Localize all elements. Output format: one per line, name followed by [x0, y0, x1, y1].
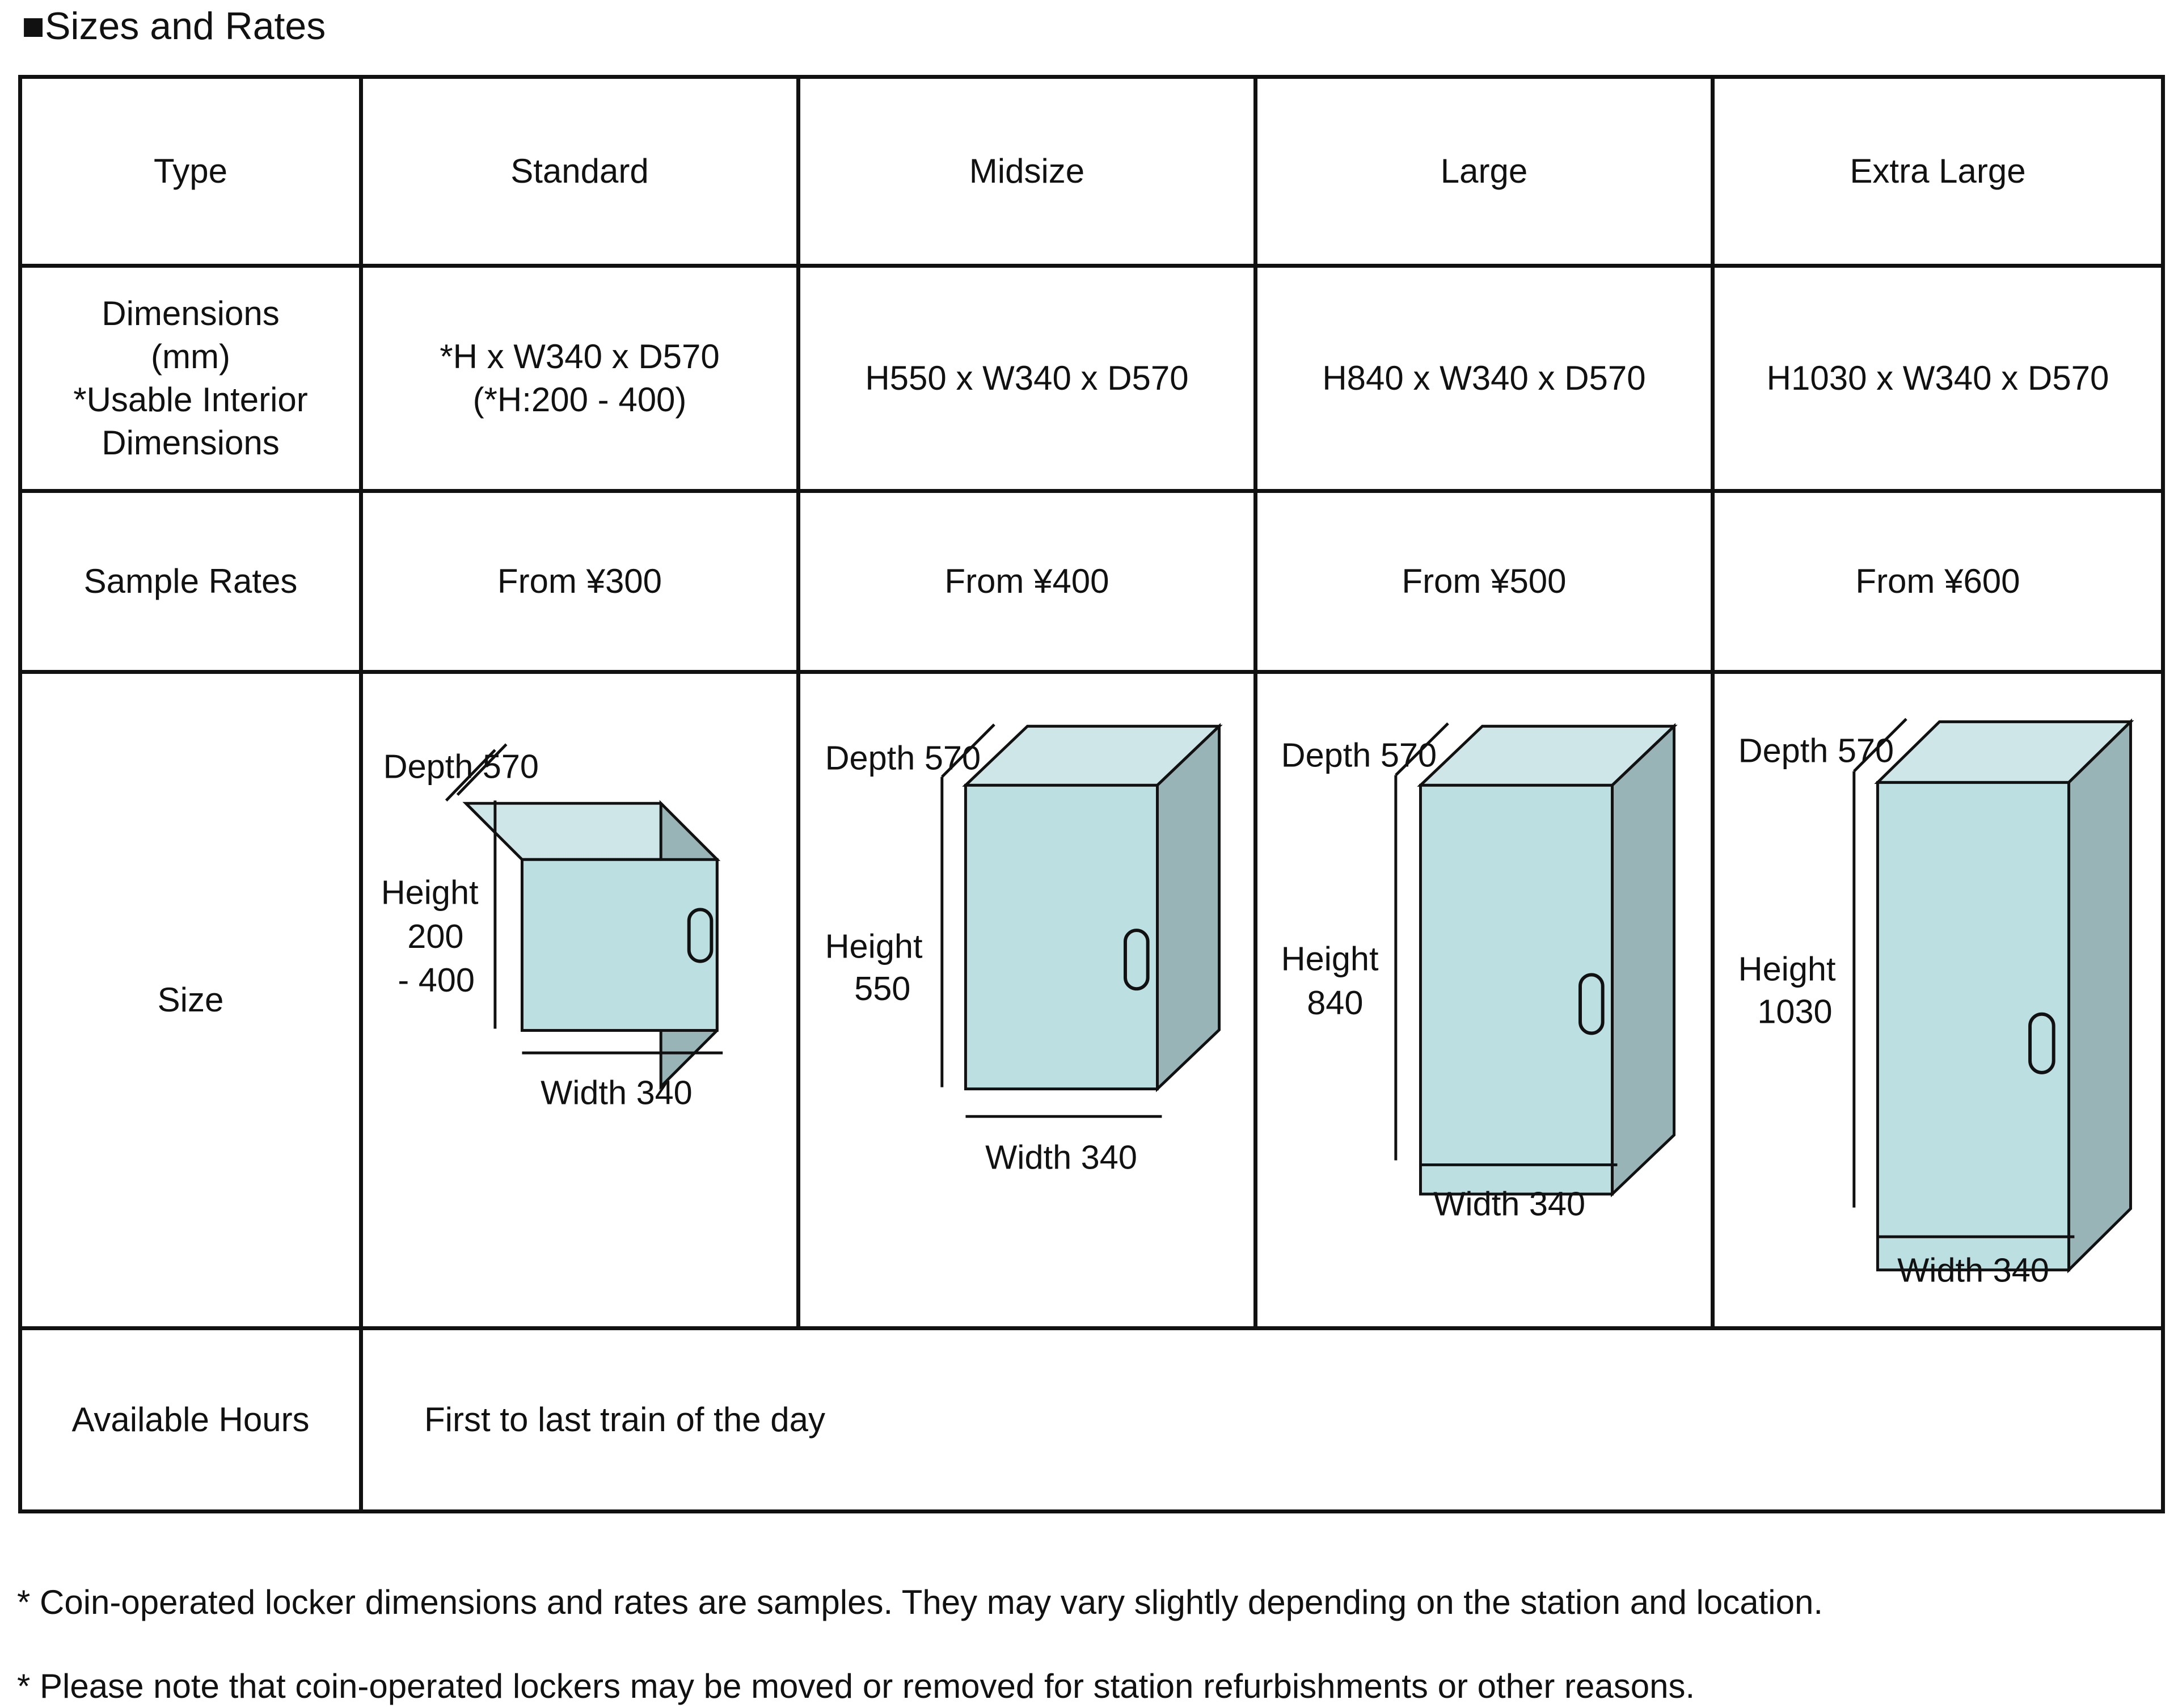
depth-guide-line: [445, 749, 496, 802]
rates-row: Sample Rates From ¥300 From ¥400 From ¥5…: [18, 489, 2165, 674]
sizes-rates-table: Type Standard Midsize Large Extra Large …: [18, 75, 2165, 1513]
width-label: Width 340: [985, 1138, 1137, 1176]
height-label: 840: [1307, 984, 1363, 1022]
dimensions-label: Dimensions (mm) *Usable Interior Dimensi…: [18, 264, 363, 493]
rate-standard: From ¥300: [359, 489, 800, 674]
hours-row: Available Hours First to last train of t…: [18, 1326, 2165, 1513]
dimensions-label-line: *Usable Interior: [73, 381, 308, 419]
locker-front-face: [520, 858, 719, 1032]
depth-guide-line: [941, 723, 995, 778]
size-label: Size: [18, 670, 363, 1330]
height-label: Height: [825, 927, 923, 965]
standard-locker-diagram: Depth 570 Height 200 - 400 Width 340: [381, 743, 723, 1111]
type-extra-large: Extra Large: [1711, 75, 2165, 268]
size-midsize: Depth 570 Height 550 Width 340: [796, 670, 1257, 1330]
dimensions-row: Dimensions (mm) *Usable Interior Dimensi…: [18, 264, 2165, 493]
size-row: Size Depth 570 Height 200 - 400 Width 34…: [18, 670, 2165, 1330]
door-handle-icon: [687, 908, 714, 963]
depth-guide-line: [456, 743, 508, 796]
dimensions-large: H840 x W340 x D570: [1253, 264, 1715, 493]
door-handle-icon: [1124, 929, 1150, 991]
width-label: Width 340: [541, 1073, 693, 1111]
size-large: Depth 570 Height 840 Width 340: [1253, 670, 1715, 1330]
depth-label: Depth 570: [825, 739, 981, 777]
height-label: 550: [854, 969, 910, 1007]
section-title: Sizes and Rates: [45, 5, 326, 48]
rate-extra-large: From ¥600: [1711, 489, 2165, 674]
extra-large-locker-diagram: Depth 570 Height 1030 Width 340: [1738, 718, 2134, 1289]
height-label: Height: [381, 874, 479, 912]
type-large: Large: [1253, 75, 1715, 268]
door-handle-icon: [2028, 1012, 2055, 1074]
dimensions-standard: *H x W340 x D570 (*H:200 - 400): [359, 264, 800, 493]
height-label: Height: [1738, 950, 1836, 988]
size-extra-large: Depth 570 Height 1030 Width 340: [1711, 670, 2165, 1330]
dimensions-label-line: Dimensions: [102, 294, 280, 332]
width-label: Width 340: [1433, 1185, 1585, 1223]
height-label: - 400: [398, 961, 474, 999]
dimensions-value-line: *H x W340 x D570: [440, 338, 720, 376]
rates-label: Sample Rates: [18, 489, 363, 674]
type-midsize: Midsize: [796, 75, 1257, 268]
height-label: 1030: [1757, 993, 1832, 1031]
section-heading: ■Sizes and Rates: [22, 3, 326, 49]
footnote: * Coin-operated locker dimensions and ra…: [17, 1583, 1824, 1621]
depth-label: Depth 570: [1738, 732, 1894, 770]
rate-large: From ¥500: [1253, 489, 1715, 674]
footnote: * Please note that coin-operated lockers…: [17, 1667, 1695, 1705]
locker-side-face: [1611, 723, 1676, 1197]
hours-value: First to last train of the day: [359, 1326, 2165, 1513]
square-bullet-icon: ■: [22, 5, 45, 48]
size-standard: Depth 570 Height 200 - 400 Width 340: [359, 670, 800, 1330]
height-label: Height: [1281, 939, 1379, 977]
depth-label: Depth 570: [383, 748, 539, 786]
width-label: Width 340: [1897, 1251, 2049, 1289]
depth-label: Depth 570: [1281, 736, 1437, 774]
dimensions-value-line: (*H:200 - 400): [472, 381, 687, 419]
large-locker-diagram: Depth 570 Height 840 Width 340: [1281, 722, 1678, 1223]
depth-guide-line: [1395, 722, 1449, 777]
locker-side-face: [1156, 723, 1221, 1093]
depth-guide-line: [1853, 718, 1907, 773]
dimensions-extra-large: H1030 x W340 x D570: [1711, 264, 2165, 493]
type-standard: Standard: [359, 75, 800, 268]
type-row: Type Standard Midsize Large Extra Large: [18, 75, 2165, 268]
dimensions-label-line: Dimensions: [102, 424, 280, 462]
dimensions-midsize: H550 x W340 x D570: [796, 264, 1257, 493]
height-label: 200: [407, 917, 463, 955]
rate-midsize: From ¥400: [796, 489, 1257, 674]
door-handle-icon: [1578, 973, 1605, 1035]
locker-side-face: [2067, 718, 2132, 1273]
dimensions-label-line: (mm): [151, 338, 230, 376]
type-label: Type: [18, 75, 363, 268]
hours-label: Available Hours: [18, 1326, 363, 1513]
midsize-locker-diagram: Depth 570 Height 550 Width 340: [825, 723, 1223, 1176]
